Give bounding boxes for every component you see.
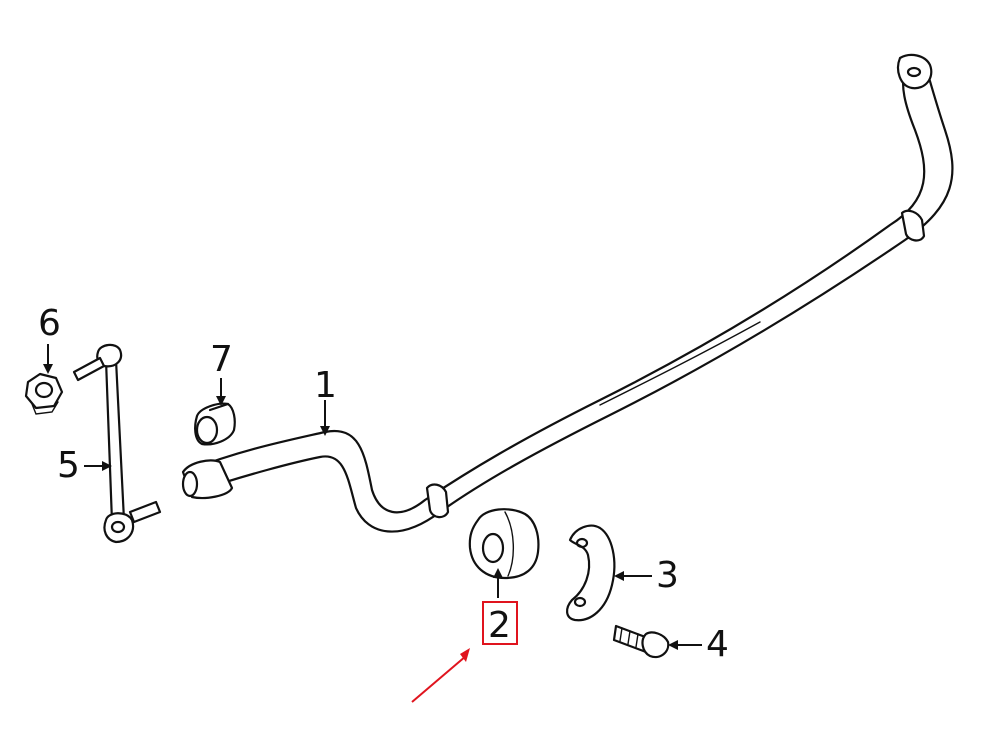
callout-2[interactable]: 2 [488,605,511,646]
callout-7[interactable]: 7 [210,339,233,380]
bushing-bracket [566,524,616,622]
pointer-arrow [411,648,470,703]
callout-4[interactable]: 4 [706,624,729,665]
callout-6[interactable]: 6 [38,303,61,344]
callout-2-highlight [482,601,518,645]
stabilizer-bar [181,53,954,533]
callout-1[interactable]: 1 [314,365,337,406]
bolt [612,624,670,659]
stabilizer-link [72,343,162,544]
link-bushing [194,402,236,446]
bushing [468,508,540,580]
nut [24,372,64,415]
callout-leaders [43,344,702,650]
callout-3[interactable]: 3 [656,555,679,596]
callout-5[interactable]: 5 [57,445,80,486]
